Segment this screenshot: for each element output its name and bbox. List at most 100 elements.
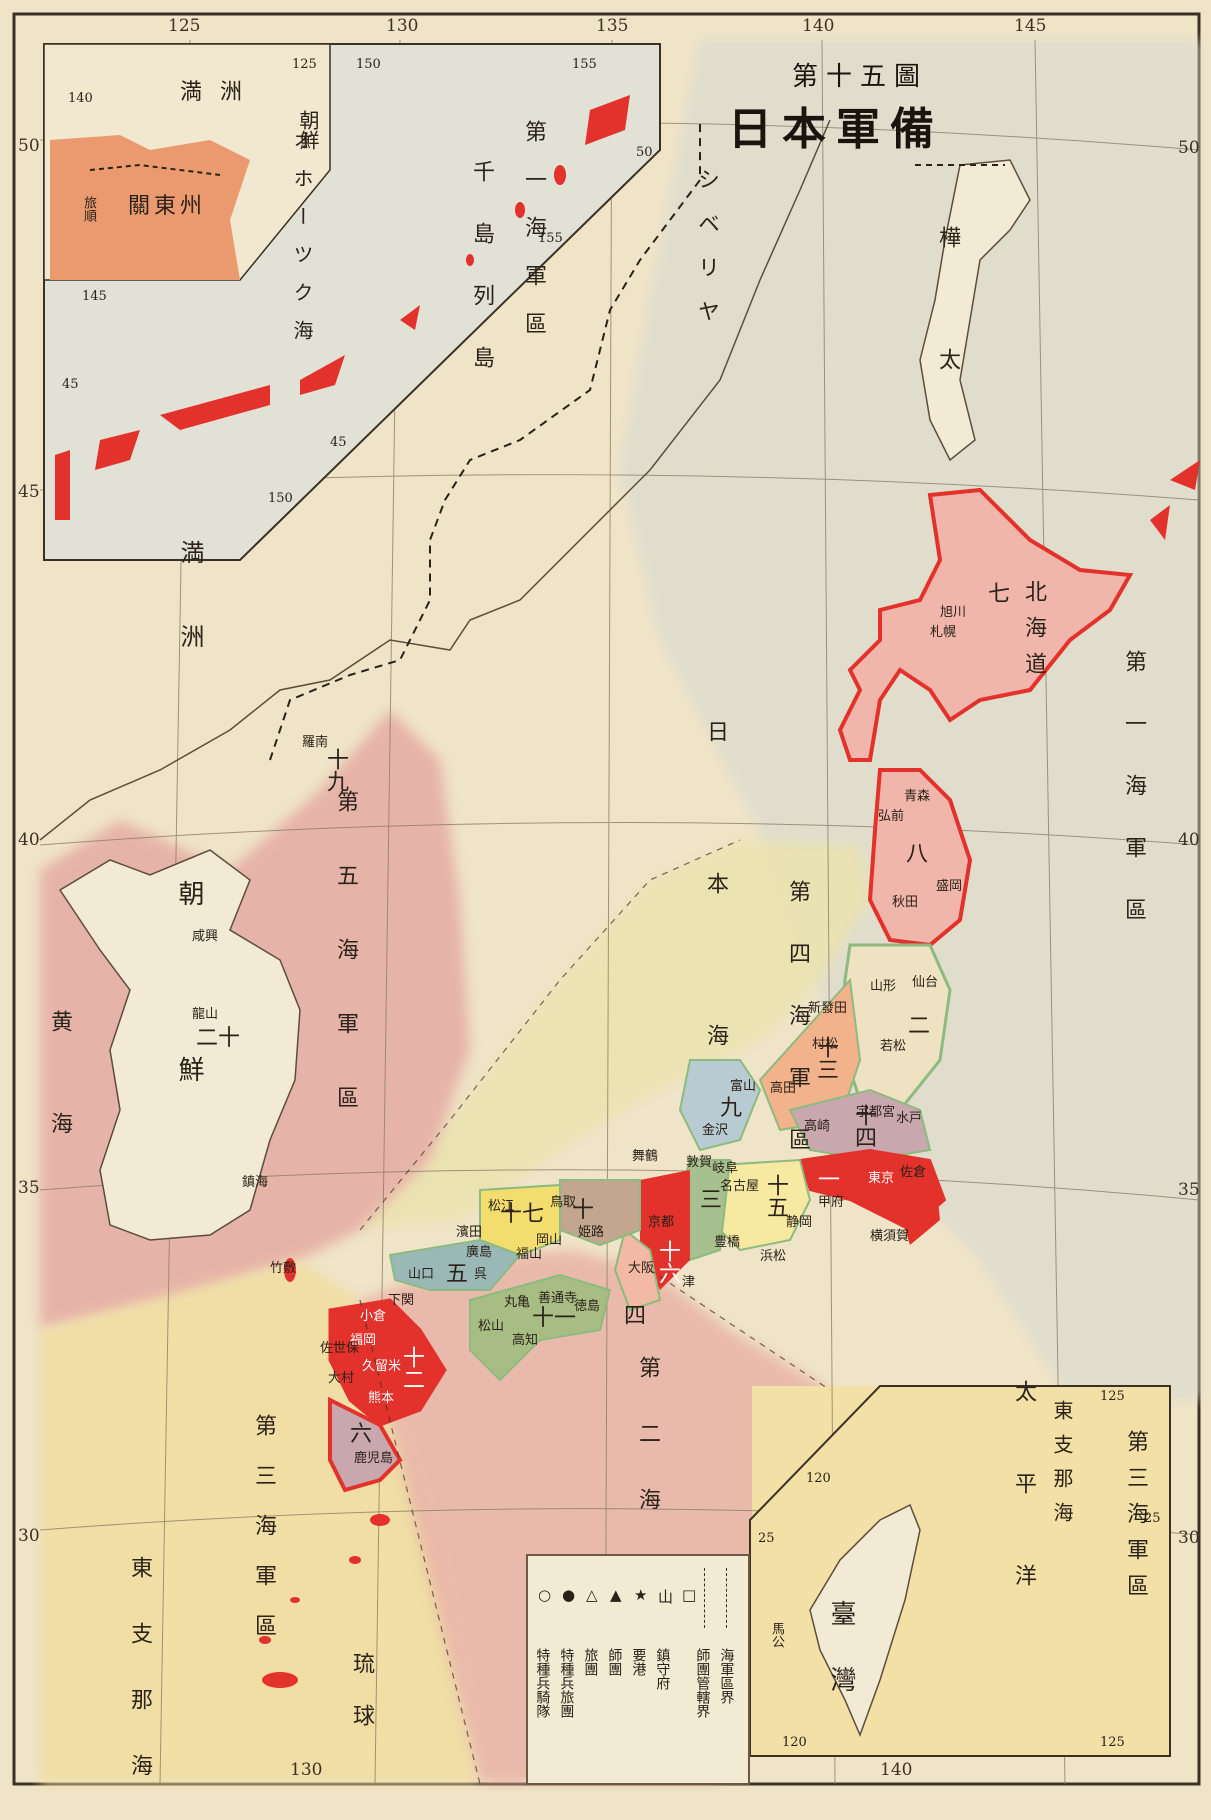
pacific-label: 太平洋 — [1011, 1380, 1036, 1656]
city-sendai: 仙台 — [912, 975, 939, 990]
division-20-label: 二十 — [196, 1026, 241, 1051]
city-kochi: 高知 — [512, 1333, 539, 1348]
city-sakura: 佐倉 — [900, 1165, 927, 1180]
city-akita: 秋田 — [892, 895, 919, 910]
legend-symbol-open-circle: ○ — [538, 1586, 552, 1604]
lon-tick-140: 140 — [802, 16, 835, 36]
legend-item-special-brigade: 特種兵旅團 — [558, 1648, 575, 1718]
division-17-area — [479, 1183, 561, 1257]
city-hamada: 濱田 — [456, 1225, 483, 1240]
lat-right-40: 40 — [1178, 830, 1200, 850]
inset-kwantung-label: 關東州 — [128, 194, 207, 219]
division-7-label: 七 — [988, 582, 1011, 607]
lat-left-35: 35 — [18, 1178, 40, 1198]
division-14-area — [788, 1088, 932, 1162]
city-kagoshima: 鹿児島 — [354, 1451, 394, 1466]
division-11-label: 十一 — [532, 1306, 577, 1331]
city-osaka: 大阪 — [628, 1261, 655, 1276]
city-morioka: 盛岡 — [936, 879, 963, 894]
naval-district-3-label: 第三海軍區 — [251, 1414, 276, 1664]
inset-tick-45a: 45 — [62, 377, 79, 392]
inset-tick-140: 140 — [68, 91, 93, 106]
taiwan-tick-25b: 25 — [1144, 1511, 1161, 1526]
city-kure: 呉 — [474, 1267, 488, 1282]
legend-symbol-filled-circle: ● — [562, 1586, 576, 1604]
city-mito: 水戸 — [896, 1111, 923, 1126]
city-matsue: 松江 — [488, 1199, 515, 1214]
city-hamamatsu: 浜松 — [760, 1249, 787, 1264]
city-asahikawa: 旭川 — [940, 605, 967, 620]
legend-item-division: 師團 — [606, 1648, 623, 1676]
division-6-label: 六 — [350, 1422, 373, 1447]
city-takada: 高田 — [770, 1081, 797, 1096]
city-kumamoto: 熊本 — [368, 1391, 395, 1406]
city-tokyo: 東京 — [868, 1171, 895, 1186]
kwantung-fill — [50, 135, 250, 280]
east-china-sea-label: 東支那海 — [127, 1556, 152, 1820]
division-10-label: 十 — [572, 1198, 595, 1223]
inset-korea-label: 朝鮮 — [296, 110, 320, 150]
legend-item-special-cavalry: 特種兵騎隊 — [534, 1648, 551, 1718]
taiwan-tick-120a: 120 — [806, 1471, 831, 1486]
city-ryongsan: 龍山 — [192, 1007, 219, 1022]
division-12-label: 十二 — [399, 1346, 424, 1390]
kyushu-division-12 — [328, 1298, 447, 1427]
taiwan-tick-120b: 120 — [782, 1735, 807, 1750]
city-takeshiki: 竹敷 — [270, 1261, 297, 1276]
city-tottori: 鳥取 — [550, 1195, 577, 1210]
taiwan-inset-sea-label: 東支那海 — [1050, 1400, 1074, 1536]
kyushu-division-6 — [328, 1396, 403, 1493]
division-2-label: 二 — [908, 1014, 931, 1039]
city-shizuoka: 静岡 — [786, 1215, 813, 1230]
lon-bottom-130: 130 — [290, 1760, 323, 1780]
city-murakami: 村松 — [812, 1037, 839, 1052]
city-omura: 大村 — [328, 1371, 355, 1386]
hokkaido-label: 北海道 — [1021, 580, 1046, 688]
city-fukuoka: 福岡 — [350, 1333, 377, 1348]
legend-item-minor-port: 要港 — [630, 1648, 647, 1676]
manchuria-coast — [39, 119, 831, 841]
city-tokushima: 徳島 — [574, 1299, 601, 1314]
city-sasebo: 佐世保 — [320, 1341, 360, 1356]
city-wakamatsu: 若松 — [880, 1039, 907, 1054]
naval-district-1-label: 第一海軍區 — [1121, 650, 1146, 960]
city-hiroshima: 廣島 — [466, 1245, 493, 1260]
city-shimonoseki: 下関 — [388, 1293, 415, 1308]
yellow-sea-label: 黄海 — [47, 1010, 72, 1214]
naval-district-4-label: 第四海軍區 — [785, 880, 810, 1190]
boso-peninsula — [890, 1170, 940, 1245]
city-sapporo: 札幌 — [930, 625, 957, 640]
taiwan-landmass — [809, 1503, 921, 1738]
naval-boundaries — [359, 839, 831, 1785]
lat-left-50: 50 — [18, 136, 40, 156]
division-15-label: 十五 — [763, 1174, 788, 1218]
inset-tick-45b: 45 — [330, 435, 347, 450]
taiwan-label: 臺灣 — [826, 1600, 856, 1732]
karafuto-landmass — [919, 159, 1031, 462]
city-yokosuka: 横須賀 — [870, 1229, 910, 1244]
inset-tick-150: 150 — [356, 57, 381, 72]
legend-symbol-star: ★ — [634, 1586, 648, 1604]
legend-symbol-open-triangle: △ — [586, 1586, 598, 1604]
division-16-label: 十六 — [655, 1240, 680, 1284]
taiwan-tick-125b: 125 — [1100, 1735, 1125, 1750]
city-matsuyama: 松山 — [478, 1319, 505, 1334]
taiwan-inset-naval-label: 第三海軍區 — [1123, 1430, 1148, 1610]
city-maizuru: 舞鶴 — [632, 1149, 659, 1164]
map-legend: ○ ● △ ▲ ★ 山 □ 特種兵騎隊 特種兵旅團 旅團 師團 要港 鎮守府 師… — [526, 1554, 750, 1785]
city-yamagata: 山形 — [870, 979, 897, 994]
kuril-inset-islands — [55, 95, 630, 520]
map-subtitle: 第十五圖 — [792, 62, 929, 92]
city-gifu: 岐阜 — [712, 1161, 739, 1176]
inset-kuril-islands-label: 千島列島 — [469, 160, 494, 408]
sea-of-japan-label: 日本海 — [703, 720, 728, 1176]
lat-right-30: 30 — [1178, 1528, 1200, 1548]
makung-label: 馬公 — [769, 1622, 784, 1648]
inset-first-naval-label: 第一海軍區 — [521, 120, 546, 360]
city-shibata: 新發田 — [808, 1001, 848, 1016]
city-utsunomiya: 宇都宮 — [856, 1105, 896, 1120]
inset-manchuria-label: 満洲 — [180, 80, 261, 105]
legend-item-naval-boundary: 海軍區界 — [718, 1648, 735, 1704]
inset-tick-125: 125 — [292, 57, 317, 72]
